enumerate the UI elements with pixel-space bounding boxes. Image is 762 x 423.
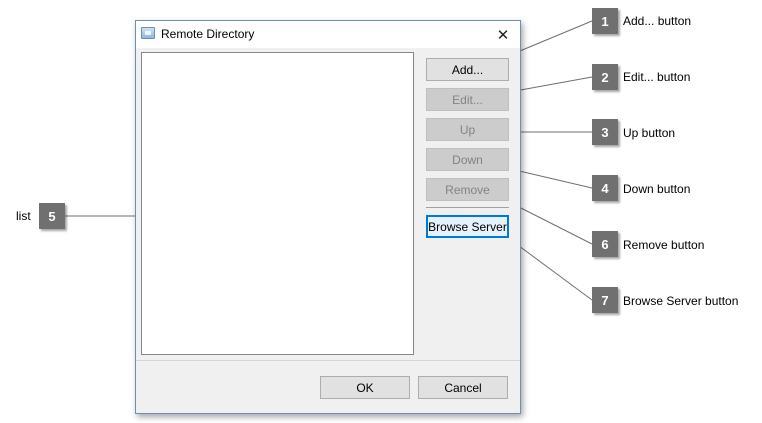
remote-directory-dialog: Remote Directory ✕ Add... Edit... Up Dow… [135,20,521,414]
leader-line-6 [514,204,593,245]
edit-button[interactable]: Edit... [426,88,509,111]
callout-label-3: Up button [623,126,676,140]
callout-number-7: 7 [592,287,618,313]
callout-label-1: Add... button [623,14,692,28]
callout-label-7: Browse Server button [623,294,739,308]
down-button[interactable]: Down [426,148,509,171]
callout-number-2: 2 [592,64,618,90]
callout-number-4: 4 [592,175,618,201]
browse-server-button[interactable]: Browse Server [426,215,509,238]
callout-label-2: Edit... button [623,70,691,84]
dialog-title: Remote Directory [161,27,255,41]
callout-label-5: list [16,209,31,223]
leader-line-4 [514,169,593,189]
callout-label-4: Down button [623,182,691,196]
callout-number-1: 1 [592,8,618,34]
leader-line-7 [514,242,593,301]
window-app-icon [141,27,155,39]
button-separator [426,207,509,208]
close-icon[interactable]: ✕ [496,26,510,44]
up-button[interactable]: Up [426,118,509,141]
cancel-button[interactable]: Cancel [418,376,508,399]
callout-label-6: Remove button [623,238,705,252]
ok-button[interactable]: OK [320,376,410,399]
leader-line-2 [514,76,593,92]
footer-separator [136,360,520,361]
callout-number-3: 3 [592,119,618,145]
callout-number-6: 6 [592,231,618,257]
directory-list[interactable] [141,52,414,355]
add-button[interactable]: Add... [426,58,509,81]
remove-button[interactable]: Remove [426,178,509,201]
title-bar: Remote Directory ✕ [136,21,520,48]
callout-number-5: 5 [39,203,65,229]
leader-line-1 [514,20,593,54]
